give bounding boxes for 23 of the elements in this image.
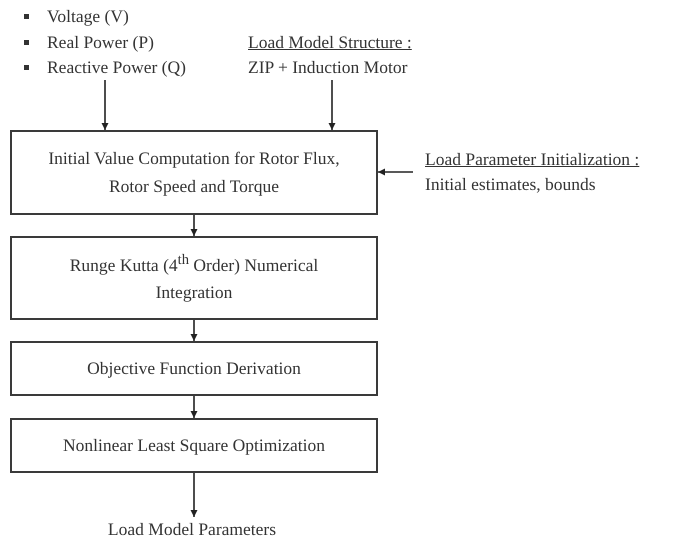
process-box — [10, 341, 378, 396]
box-text: Objective Function Derivation — [87, 356, 301, 380]
heading-text: Load Model Structure : — [248, 31, 412, 54]
body-text: ZIP + Induction Motor — [248, 56, 408, 79]
heading-text: Load Parameter Initialization : — [425, 148, 640, 171]
box-text: Runge Kutta (4$^{th}$ Order) Numerical Integration — [68, 251, 320, 304]
arrow — [190, 473, 198, 517]
bullet-item: Reactive Power (Q) — [22, 55, 222, 80]
process-box — [10, 236, 378, 320]
arrow — [328, 80, 336, 130]
bullet-item: Voltage (V) — [22, 4, 222, 30]
bullet-item: Real Power (P) — [22, 30, 222, 55]
process-box — [10, 130, 378, 215]
box-text: Nonlinear Least Square Optimization — [63, 434, 325, 457]
arrow — [102, 80, 108, 130]
output-text: Load Model Parameters — [60, 517, 324, 541]
arrow — [190, 396, 198, 418]
box-text: Initial Value Computation for Rotor Flux, Rotor Speed and Torque — [47, 147, 341, 198]
arrow — [378, 168, 413, 176]
body-text: Initial estimates, bounds — [425, 173, 596, 196]
arrow — [190, 320, 198, 341]
arrow — [190, 215, 198, 236]
process-box — [10, 418, 378, 473]
